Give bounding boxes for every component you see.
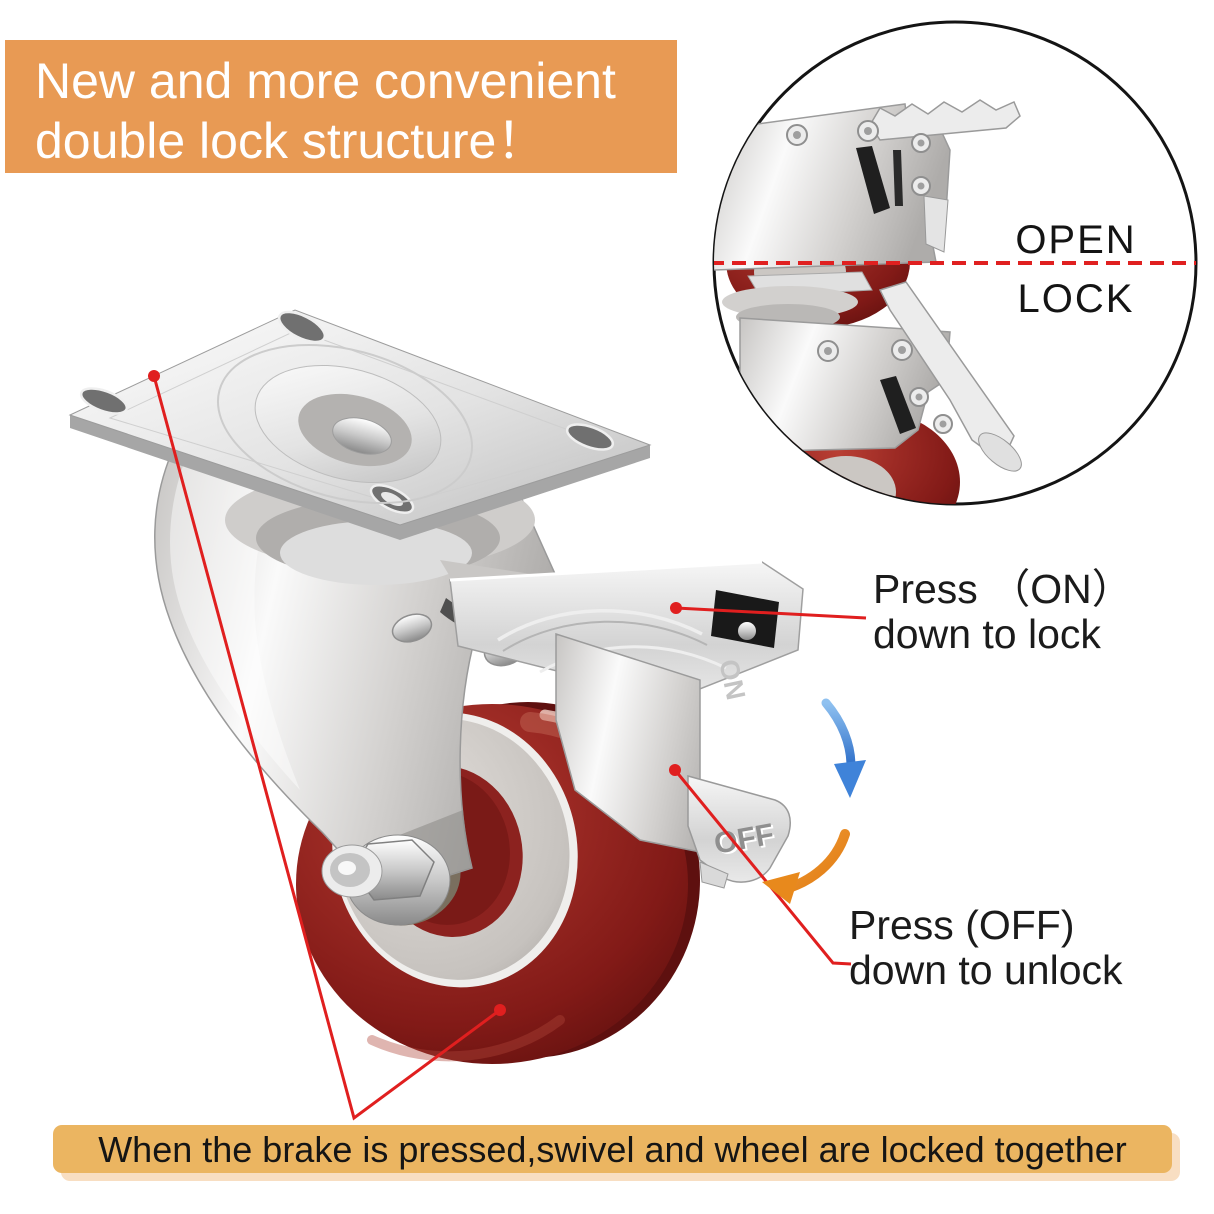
press-on-note: Press （ON） down to lock xyxy=(873,567,1133,657)
leader-line-footer-v xyxy=(152,375,501,1121)
release-arrow-icon xyxy=(762,829,850,904)
brake-pedal: ON OFF OFF xyxy=(440,560,804,889)
axle-bolt xyxy=(321,834,451,926)
header-banner: New and more convenient double lock stru… xyxy=(5,40,677,173)
press-off-note: Press (OFF) down to unlock xyxy=(849,903,1123,993)
inset-lock-mechanism xyxy=(722,271,1022,504)
top-plate xyxy=(68,309,652,540)
header-line-1: New and more convenient xyxy=(35,53,616,109)
lock-label: LOCK xyxy=(1018,277,1135,321)
inset-detail-circle: OPEN LOCK xyxy=(712,20,1198,506)
leader-dots xyxy=(148,370,682,1016)
footer-text: When the brake is pressed,swivel and whe… xyxy=(98,1129,1127,1170)
press-on-line-2: down to lock xyxy=(873,611,1101,657)
leader-lines xyxy=(152,375,867,1121)
press-off-line-1: Press (OFF) xyxy=(849,902,1075,948)
open-label: OPEN xyxy=(1015,218,1136,262)
leader-line-press-off xyxy=(673,769,852,966)
press-down-arrow-icon xyxy=(821,698,866,798)
header-line-2: double lock structure！ xyxy=(35,113,547,169)
press-on-line-1: Press （ON） xyxy=(873,566,1133,612)
press-off-line-2: down to unlock xyxy=(849,947,1123,993)
swivel-dome xyxy=(216,343,474,505)
leader-line-press-on xyxy=(675,606,867,620)
pedal-socket-hole xyxy=(711,590,779,648)
footer-banner: When the brake is pressed,swivel and whe… xyxy=(53,1125,1172,1173)
